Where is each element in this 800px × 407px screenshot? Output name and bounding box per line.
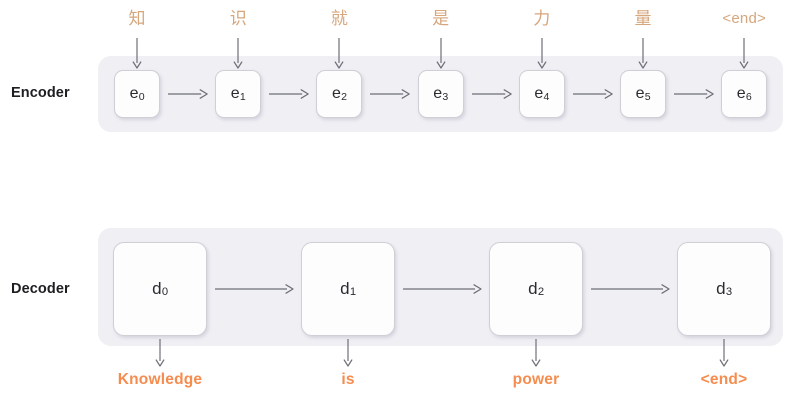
decoder-output-token-0: Knowledge	[117, 371, 203, 388]
cell-subscript-label: 1	[239, 90, 246, 103]
cell-subscript-label: 6	[745, 90, 752, 103]
cell-subscript-label: 2	[537, 286, 545, 299]
cell-base-label: d	[340, 279, 350, 298]
encoder-input-token-3: 是	[432, 9, 450, 28]
decoder-output-token-2: power	[512, 371, 560, 388]
cell-subscript-label: 2	[341, 90, 347, 103]
cell-subscript-label: 5	[644, 90, 651, 103]
encoder-input-token-2: 就	[330, 9, 348, 28]
encoder-input-token-4: 力	[533, 9, 551, 28]
encoder-input-token-5: 量	[634, 9, 652, 28]
cell-base-label: d	[152, 279, 162, 298]
cell-base-label: e	[736, 85, 746, 102]
encoder-input-token-1: 识	[229, 9, 247, 28]
decoder-output-token-3: <end>	[700, 371, 748, 388]
cell-base-label: e	[230, 85, 240, 102]
cell-subscript-label: 4	[543, 90, 550, 103]
cell-subscript-label: 1	[349, 286, 357, 299]
cell-subscript-label: 3	[442, 90, 449, 103]
cell-base-label: e	[635, 85, 645, 102]
cell-base-label: e	[534, 85, 544, 102]
cell-base-label: d	[528, 279, 538, 298]
encoder-input-token-0: 知	[128, 9, 146, 28]
cell-base-label: e	[433, 85, 443, 102]
cell-base-label: e	[129, 85, 139, 102]
cell-base-label: d	[716, 279, 726, 298]
encoder-input-token-6: <end>	[722, 10, 766, 27]
encoder-row-label: Encoder	[11, 85, 70, 101]
decoder-row-label: Decoder	[11, 281, 70, 297]
cell-base-label: e	[332, 85, 341, 102]
cell-subscript-label: 0	[161, 286, 169, 299]
cell-subscript-label: 3	[725, 286, 733, 299]
decoder-output-token-1: is	[341, 371, 355, 388]
cell-subscript-label: 0	[138, 90, 145, 103]
